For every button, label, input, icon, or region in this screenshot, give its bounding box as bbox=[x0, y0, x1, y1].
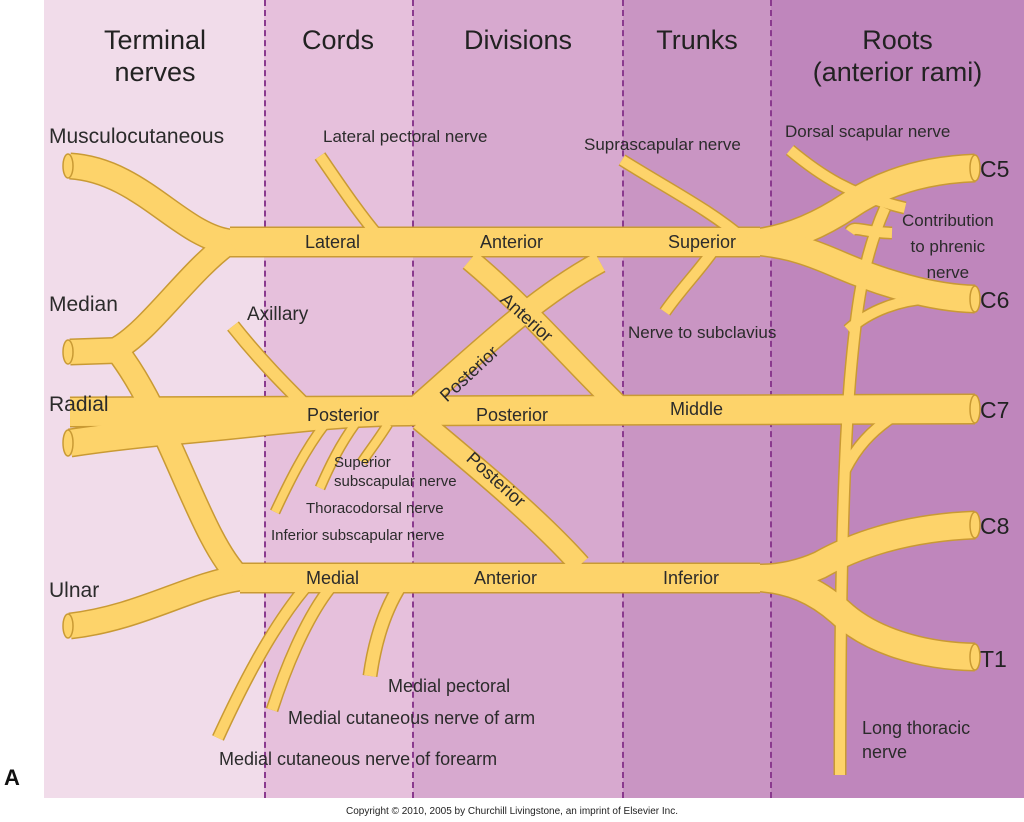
dorsal-scapular-nerve bbox=[786, 146, 907, 213]
radial-nerve bbox=[68, 399, 411, 456]
header-terminal-nerves: Terminal nerves bbox=[103, 25, 207, 87]
ulnar-nerve bbox=[68, 566, 242, 638]
median-nerve bbox=[69, 338, 131, 364]
medial-cutaneous-arm-nerve bbox=[267, 584, 334, 712]
thoracodorsal-nerve bbox=[316, 421, 359, 490]
root-c5: C5 bbox=[980, 156, 1010, 182]
ulnar-end bbox=[62, 613, 74, 639]
label-superior-subscapular-nerve: Superior subscapular nerve bbox=[334, 454, 457, 490]
phrenic-nerve bbox=[845, 223, 893, 238]
musculocutaneous-nerve bbox=[68, 154, 233, 254]
label-medial-cutaneous-nerve-of-forearm: Medial cutaneous nerve of forearm bbox=[219, 749, 498, 769]
panel-letter: A bbox=[4, 765, 20, 790]
label-inferior-subscapular-nerve: Inferior subscapular nerve bbox=[271, 527, 445, 544]
label-medial-pectoral: Medial pectoral bbox=[388, 676, 511, 696]
c8-end bbox=[969, 511, 981, 539]
label-musculocutaneous: Musculocutaneous bbox=[49, 125, 225, 148]
t1-end bbox=[969, 643, 981, 671]
label-medial-cord: Medial bbox=[306, 568, 360, 588]
label-dorsal-scapular-nerve: Dorsal scapular nerve bbox=[785, 122, 951, 141]
label-anterior-division-lower: Anterior bbox=[474, 568, 538, 588]
label-posterior-division-middle: Posterior bbox=[476, 405, 549, 425]
c7-root-nerve bbox=[69, 395, 976, 426]
label-posterior-cord: Posterior bbox=[307, 405, 380, 425]
label-middle-trunk: Middle bbox=[670, 399, 724, 419]
median-end bbox=[62, 339, 74, 365]
median-medial-root-nerve bbox=[109, 345, 248, 586]
t1-root-nerve bbox=[758, 565, 976, 670]
suprascapular-nerve bbox=[619, 155, 749, 244]
header-roots: Roots (anterior rami) bbox=[812, 25, 983, 87]
c7-end bbox=[969, 394, 981, 424]
radial-end bbox=[62, 429, 74, 457]
medial-cutaneous-forearm-nerve bbox=[213, 584, 309, 741]
label-superior-trunk: Superior bbox=[668, 232, 737, 252]
subclavius-nerve bbox=[660, 245, 720, 315]
musculocutaneous-end bbox=[62, 153, 74, 179]
superior-subscapular-nerve bbox=[358, 421, 392, 465]
label-inferior-trunk: Inferior bbox=[663, 568, 720, 588]
label-long-thoracic-nerve: Long thoracic nerve bbox=[862, 718, 971, 762]
root-t1: T1 bbox=[980, 646, 1007, 672]
root-c7: C7 bbox=[980, 397, 1010, 423]
c6-root-nerve bbox=[758, 229, 976, 312]
header-divisions: Divisions bbox=[463, 25, 573, 55]
median-lateral-root-nerve bbox=[112, 232, 237, 358]
posterior-div-diag-up-nerve bbox=[403, 253, 605, 420]
copyright-notice: Copyright © 2010, 2005 by Churchill Livi… bbox=[346, 806, 678, 817]
label-thoracodorsal-nerve: Thoracodorsal nerve bbox=[306, 500, 444, 517]
label-medial-cutaneous-nerve-of-arm: Medial cutaneous nerve of arm bbox=[288, 708, 536, 728]
lateral-pectoral-nerve bbox=[315, 153, 384, 242]
label-lateral-cord: Lateral bbox=[305, 232, 361, 252]
brachial-plexus-nerves bbox=[62, 145, 981, 776]
root-c8: C8 bbox=[980, 513, 1010, 539]
long-thoracic-c7-nerve bbox=[840, 407, 903, 473]
root-c6: C6 bbox=[980, 287, 1010, 313]
label-axillary: Axillary bbox=[247, 304, 309, 325]
c6-end bbox=[969, 285, 981, 313]
label-anterior-division-upper: Anterior bbox=[480, 232, 544, 252]
c8-root-nerve bbox=[759, 512, 976, 591]
axillary-nerve bbox=[228, 322, 310, 410]
long-thoracic-c6-nerve bbox=[844, 293, 931, 334]
label-phrenic-contribution: Contribution to phrenic nerve bbox=[902, 211, 994, 282]
posterior-div-diag-down-nerve bbox=[413, 412, 588, 572]
header-trunks: Trunks bbox=[656, 25, 738, 55]
label-radial: Radial bbox=[49, 393, 109, 416]
label-median: Median bbox=[49, 293, 118, 316]
anterior-div-diagonal-nerve bbox=[463, 252, 632, 420]
label-suprascapular-nerve: Suprascapular nerve bbox=[584, 135, 741, 154]
inferior-subscapular-nerve bbox=[271, 421, 329, 514]
medial-pectoral-nerve bbox=[364, 582, 406, 677]
header-cords: Cords bbox=[301, 25, 375, 55]
label-lateral-pectoral-nerve: Lateral pectoral nerve bbox=[323, 127, 488, 146]
label-nerve-to-subclavius: Nerve to subclavius bbox=[628, 323, 777, 342]
long-thoracic-nerve bbox=[835, 205, 890, 776]
label-ulnar: Ulnar bbox=[49, 579, 100, 602]
c5-end bbox=[969, 154, 981, 182]
